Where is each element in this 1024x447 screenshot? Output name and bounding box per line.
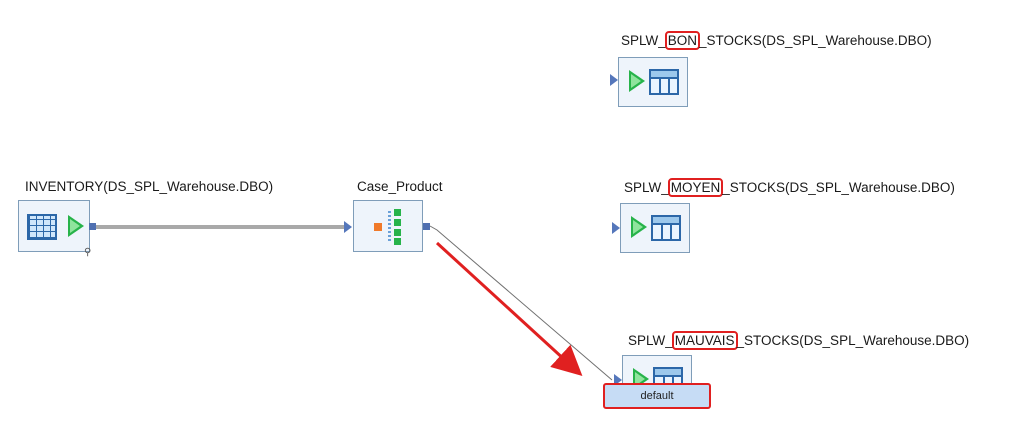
target-mauvais-suffix: _STOCKS(DS_SPL_Warehouse.DBO) <box>736 333 970 348</box>
default-link-label[interactable]: default <box>603 383 711 409</box>
target-moyen-prefix: SPLW_ <box>624 180 669 195</box>
annotation-arrow <box>435 241 583 377</box>
highlight-moyen: MOYEN <box>667 178 724 197</box>
magnifier-icon: ⚲ <box>84 247 92 258</box>
transform-node[interactable] <box>353 200 423 252</box>
target-bon-prefix: SPLW_ <box>621 33 666 48</box>
target-table-icon <box>651 215 681 241</box>
target-moyen-input-arrow <box>612 222 620 234</box>
target-mauvais-input-arrow <box>614 374 622 386</box>
target-bon-input-arrow <box>610 74 618 86</box>
target-bon-label: SPLW_BON_STOCKS(DS_SPL_Warehouse.DBO) <box>621 31 932 50</box>
target-table-icon <box>649 69 679 95</box>
play-icon <box>68 215 84 237</box>
play-icon <box>631 216 647 238</box>
target-mauvais-prefix: SPLW_ <box>628 333 673 348</box>
target-bon-suffix: _STOCKS(DS_SPL_Warehouse.DBO) <box>699 33 932 48</box>
source-node[interactable] <box>18 200 90 252</box>
highlight-bon: BON <box>664 31 701 50</box>
target-moyen-node[interactable] <box>620 203 690 253</box>
source-output-port[interactable] <box>89 223 96 230</box>
target-moyen-label: SPLW_MOYEN_STOCKS(DS_SPL_Warehouse.DBO) <box>624 178 955 197</box>
transform-label: Case_Product <box>357 179 443 194</box>
transform-input-arrow <box>344 221 352 233</box>
source-label: INVENTORY(DS_SPL_Warehouse.DBO) <box>25 179 274 194</box>
source-table-icon <box>27 214 57 240</box>
case-transform-icon <box>374 209 406 245</box>
highlight-mauvais: MAUVAIS <box>671 331 738 350</box>
play-icon <box>629 70 645 92</box>
connector-case-to-mauvais[interactable] <box>429 225 613 381</box>
target-mauvais-label: SPLW_MAUVAIS_STOCKS(DS_SPL_Warehouse.DBO… <box>628 331 970 350</box>
target-bon-node[interactable] <box>618 57 688 107</box>
target-moyen-suffix: _STOCKS(DS_SPL_Warehouse.DBO) <box>722 180 955 195</box>
transform-output-port[interactable] <box>423 223 430 230</box>
